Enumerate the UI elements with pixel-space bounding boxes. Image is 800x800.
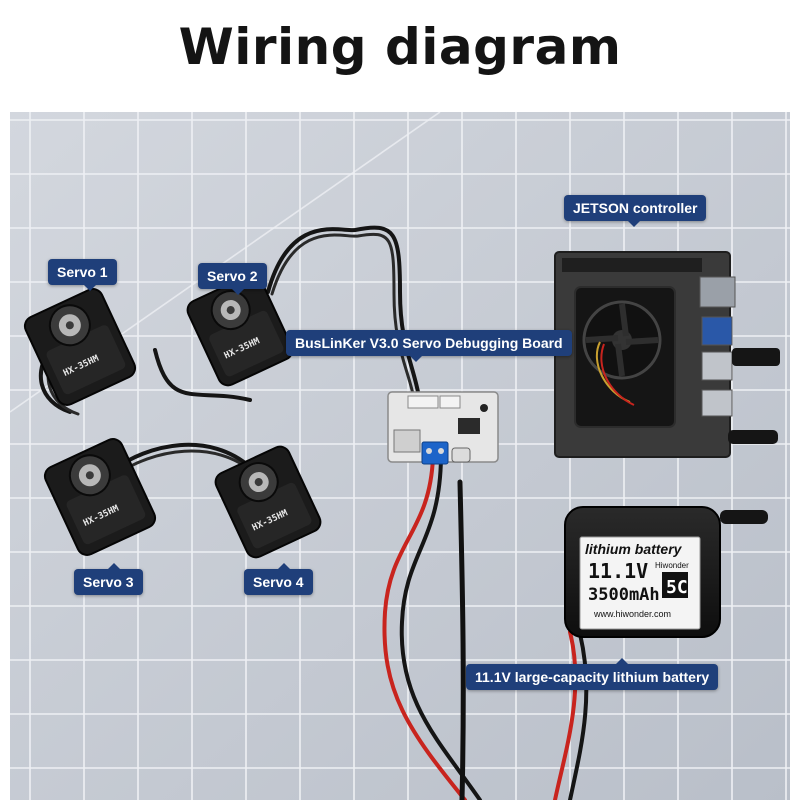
battery-label-url: www.hiwonder.com [593, 609, 671, 619]
label-battery: 11.1V large-capacity lithium battery [466, 658, 719, 690]
label-controller: JETSON controller [564, 195, 707, 227]
battery-label-line1: lithium battery [585, 541, 683, 557]
label-pointer [410, 356, 422, 362]
label-servo-4: Servo 4 [244, 563, 313, 595]
usb-c-cable [457, 479, 466, 800]
label-servo-3-text: Servo 3 [83, 574, 134, 590]
label-pointer [278, 563, 290, 569]
usb-cable-plug [732, 348, 780, 366]
servo-4: HX-35HM [214, 445, 322, 559]
servo-2: HX-35HM [186, 273, 294, 387]
label-servo-2-text: Servo 2 [207, 268, 258, 284]
battery-label-brand: Hiwonder [655, 561, 689, 570]
jetson-controller [554, 251, 780, 458]
usb-c-port [451, 447, 471, 463]
debug-board [387, 391, 499, 465]
ethernet-port [699, 276, 736, 308]
cable-servo1-servo2 [153, 348, 252, 402]
label-controller-text: JETSON controller [573, 200, 698, 216]
battery-rating-box [662, 572, 688, 598]
power-terminal [421, 441, 449, 465]
label-pointer [84, 285, 96, 291]
cutting-mat: HX-35HM HX-35HM HX-35HM [10, 112, 790, 800]
battery-dc-plug [720, 510, 768, 524]
power-cables [382, 455, 589, 800]
battery-black-lead [568, 632, 589, 800]
battery-red-lead [553, 630, 578, 800]
usb-port-2 [701, 351, 733, 381]
label-pointer [108, 563, 120, 569]
photo-scene: HX-35HM HX-35HM HX-35HM [10, 112, 790, 800]
label-servo-1-text: Servo 1 [57, 264, 108, 280]
lithium-battery: lithium battery 11.1V Hiwonder 3500mAh 5… [564, 506, 768, 638]
servo-1: HX-35HM [23, 288, 137, 406]
red-power-wire [382, 455, 467, 800]
label-servo-3: Servo 3 [74, 563, 143, 595]
usb-port-3 [701, 389, 733, 417]
black-power-wire [399, 455, 482, 800]
usb-port-1 [701, 316, 733, 346]
label-pointer [628, 221, 640, 227]
power-jack [728, 430, 778, 444]
label-debug-board-text: BusLinKer V3.0 Servo Debugging Board [295, 335, 563, 351]
battery-label-rating: 5C [666, 577, 688, 598]
label-servo-1: Servo 1 [48, 259, 117, 291]
servo-3: HX-35HM [43, 438, 157, 556]
label-pointer [232, 289, 244, 295]
page-title: Wiring diagram [178, 18, 622, 76]
label-debug-board: BusLinKer V3.0 Servo Debugging Board [286, 330, 572, 362]
battery-label-capacity: 3500mAh [588, 585, 660, 605]
label-servo-4-text: Servo 4 [253, 574, 304, 590]
label-pointer [616, 658, 628, 664]
battery-label-voltage: 11.1V [588, 559, 648, 583]
label-battery-text: 11.1V large-capacity lithium battery [475, 669, 710, 685]
label-servo-2: Servo 2 [198, 263, 267, 295]
